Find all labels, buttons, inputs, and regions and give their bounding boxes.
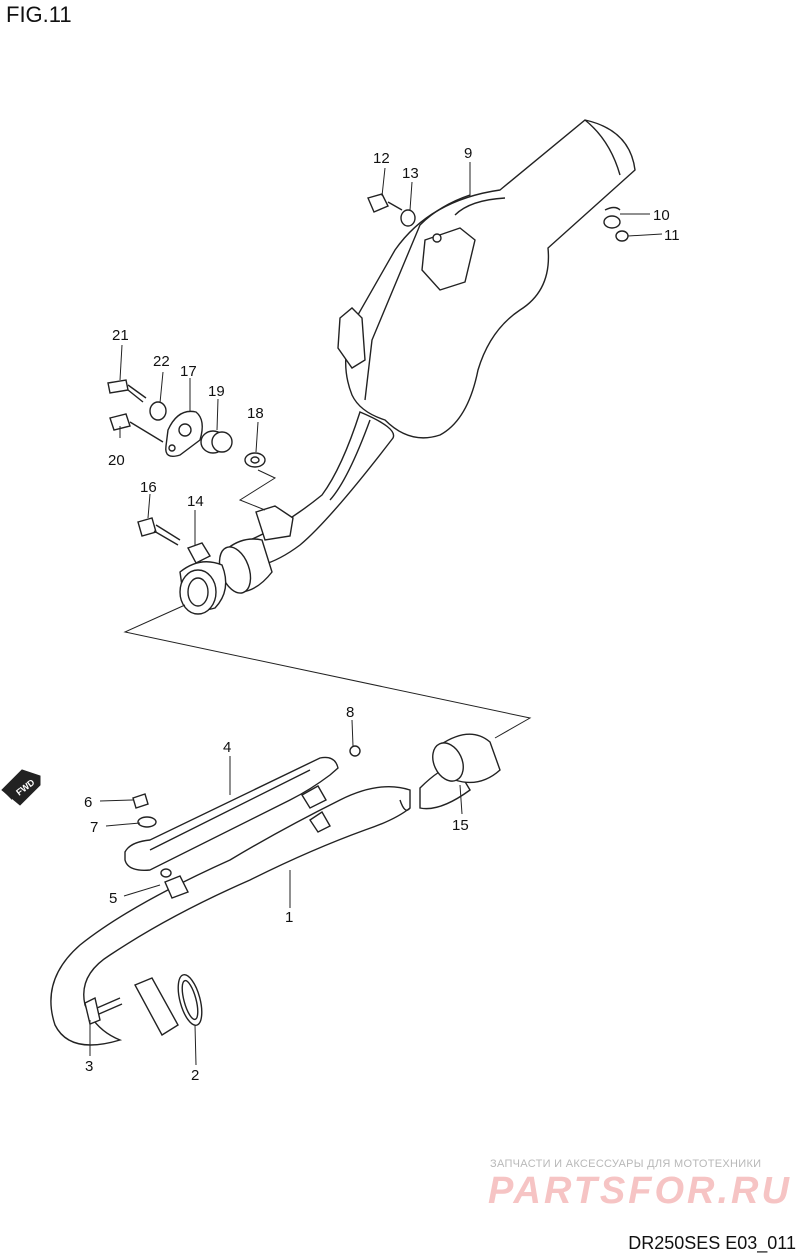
assembly-line-upper xyxy=(238,469,277,511)
callout-6: 6 xyxy=(84,794,92,811)
heat-shield xyxy=(124,745,361,899)
callout-20: 20 xyxy=(108,452,125,469)
callout-11: 11 xyxy=(664,227,680,244)
watermark-logo: PARTSFOR.RU xyxy=(488,1170,792,1212)
callout-7: 7 xyxy=(90,819,98,836)
callout-15: 15 xyxy=(452,817,469,834)
callouts: 9 12 13 10 11 21 22 17 19 18 20 16 14 8 … xyxy=(84,145,680,1084)
callout-4: 4 xyxy=(223,739,231,756)
callout-10: 10 xyxy=(653,207,670,224)
callout-5: 5 xyxy=(109,890,117,907)
exhaust-header-pipe xyxy=(50,733,501,1046)
callout-22: 22 xyxy=(153,353,170,370)
bracket-hardware xyxy=(107,193,629,546)
callout-13: 13 xyxy=(402,165,419,182)
callout-3: 3 xyxy=(85,1058,93,1075)
assembly-line xyxy=(123,604,532,739)
callout-19: 19 xyxy=(208,383,225,400)
callout-17: 17 xyxy=(180,363,197,380)
callout-1: 1 xyxy=(285,909,293,926)
callout-2: 2 xyxy=(191,1067,199,1084)
connector-pipe xyxy=(179,411,395,615)
figure-title: FIG.11 xyxy=(6,2,72,27)
diagram-code: DR250SES E03_011 xyxy=(628,1233,796,1253)
callout-14: 14 xyxy=(187,493,204,510)
leader-lines xyxy=(89,162,663,1066)
callout-12: 12 xyxy=(373,150,390,167)
muffler xyxy=(337,119,636,439)
fwd-direction-icon: FWD xyxy=(1,769,41,806)
callout-21: 21 xyxy=(112,327,129,344)
watermark-subtitle: ЗАПЧАСТИ И АКСЕССУАРЫ ДЛЯ МОТОТЕХНИКИ xyxy=(490,1158,762,1170)
callout-9: 9 xyxy=(464,145,472,162)
callout-16: 16 xyxy=(140,479,157,496)
callout-18: 18 xyxy=(247,405,264,422)
callout-8: 8 xyxy=(346,704,354,721)
